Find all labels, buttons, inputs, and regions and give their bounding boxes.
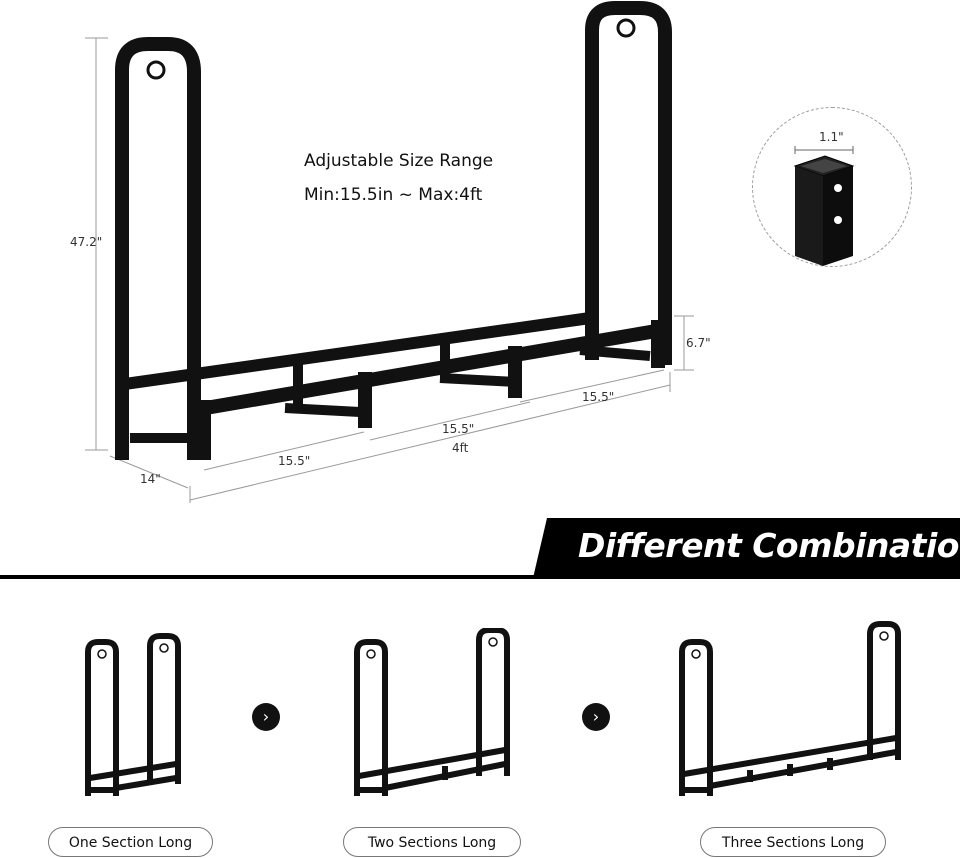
- tube-detail-callout: 1.1": [752, 107, 912, 267]
- three-section-rack-image: [679, 621, 901, 796]
- feature-range: Min:15.5in ~ Max:4ft: [304, 185, 483, 205]
- section-3-dimension: 15.5": [582, 390, 615, 404]
- chevron-right-icon[interactable]: ›: [582, 703, 610, 731]
- rack-frame: [115, 1, 672, 460]
- combination-label-one: One Section Long: [48, 827, 213, 857]
- banner-title: Different Combinations: [578, 526, 960, 565]
- tube-width-dimension: 1.1": [819, 130, 844, 144]
- banner-divider: [0, 575, 960, 579]
- chevron-right-icon[interactable]: ›: [252, 703, 280, 731]
- height-dimension: 47.2": [70, 235, 103, 249]
- base-height-dimension: 6.7": [686, 336, 711, 350]
- total-length-dimension: 4ft: [452, 441, 469, 455]
- ring-icon: [616, 18, 636, 38]
- section-2-dimension: 15.5": [442, 422, 475, 436]
- main-rack-diagram: [85, 1, 694, 503]
- feature-title: Adjustable Size Range: [304, 151, 494, 171]
- dimension-lines: [85, 37, 694, 503]
- two-section-rack-image: [354, 628, 510, 796]
- combination-label-three: Three Sections Long: [700, 827, 886, 857]
- depth-dimension: 14": [140, 472, 161, 486]
- banner-background: [533, 518, 960, 578]
- combination-label-two: Two Sections Long: [343, 827, 521, 857]
- ring-icon: [146, 60, 166, 80]
- one-section-rack-image: [85, 633, 181, 796]
- square-tube-icon: [793, 146, 855, 266]
- section-1-dimension: 15.5": [278, 454, 311, 468]
